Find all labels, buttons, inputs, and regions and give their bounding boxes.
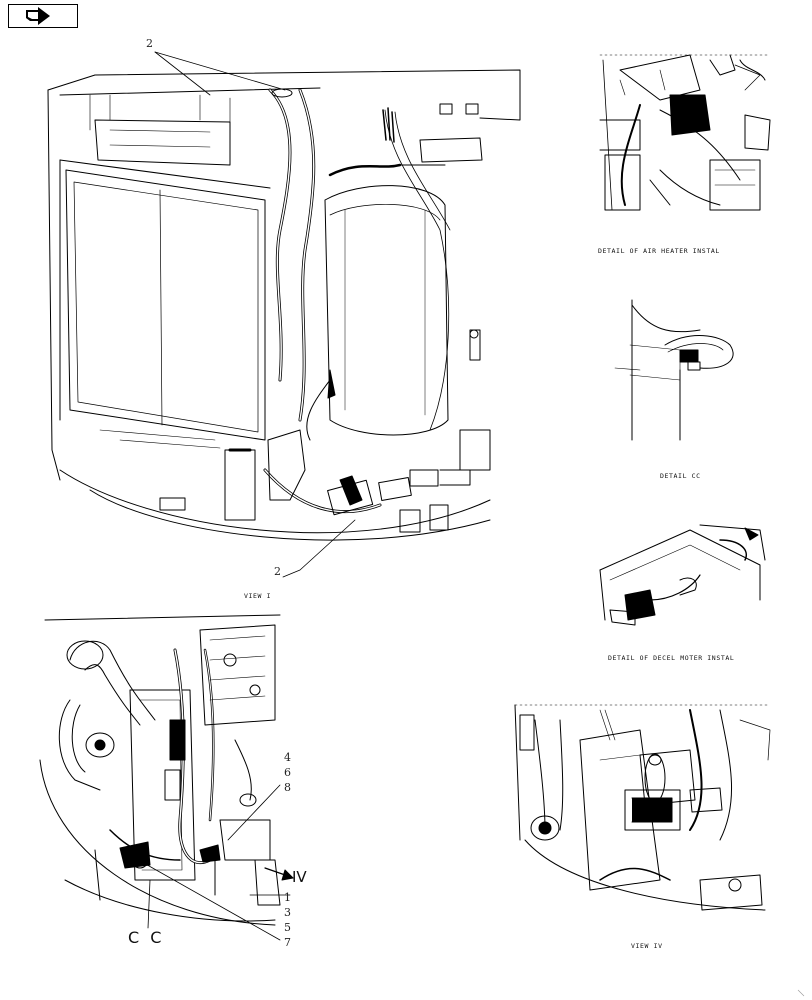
callout-1: 1: [284, 891, 291, 904]
callout-8: 8: [284, 781, 291, 794]
callout-4: 4: [284, 751, 291, 764]
callout-7: 7: [284, 936, 291, 949]
view-i-caption: VIEW I: [244, 592, 272, 600]
return-arrow-icon: [8, 4, 78, 28]
callout-2-bottom: 2: [274, 565, 281, 578]
detail-cc-caption: DETAIL CC: [660, 472, 701, 480]
callout-6: 6: [284, 766, 291, 779]
view-iv-reference: IV: [292, 868, 307, 886]
detail-cc-illustration: [614, 299, 734, 441]
return-button[interactable]: [8, 4, 78, 28]
callout-5: 5: [284, 921, 291, 934]
air-heater-detail-illustration: [599, 54, 771, 211]
view-iii-illustration: [39, 614, 294, 941]
callout-3: 3: [284, 906, 291, 919]
view-iv-caption: VIEW IV: [631, 942, 663, 950]
decel-motor-detail-caption: DETAIL OF DECEL MOTER INSTAL: [608, 654, 735, 662]
detail-cc-reference: C C: [128, 928, 165, 947]
view-iv-illustration: [514, 704, 771, 911]
decel-motor-detail-illustration: [599, 524, 766, 626]
air-heater-detail-caption: DETAIL OF AIR HEATER INSTAL: [598, 247, 720, 255]
callout-2-top: 2: [146, 37, 153, 50]
view-i-illustration: [47, 51, 521, 578]
